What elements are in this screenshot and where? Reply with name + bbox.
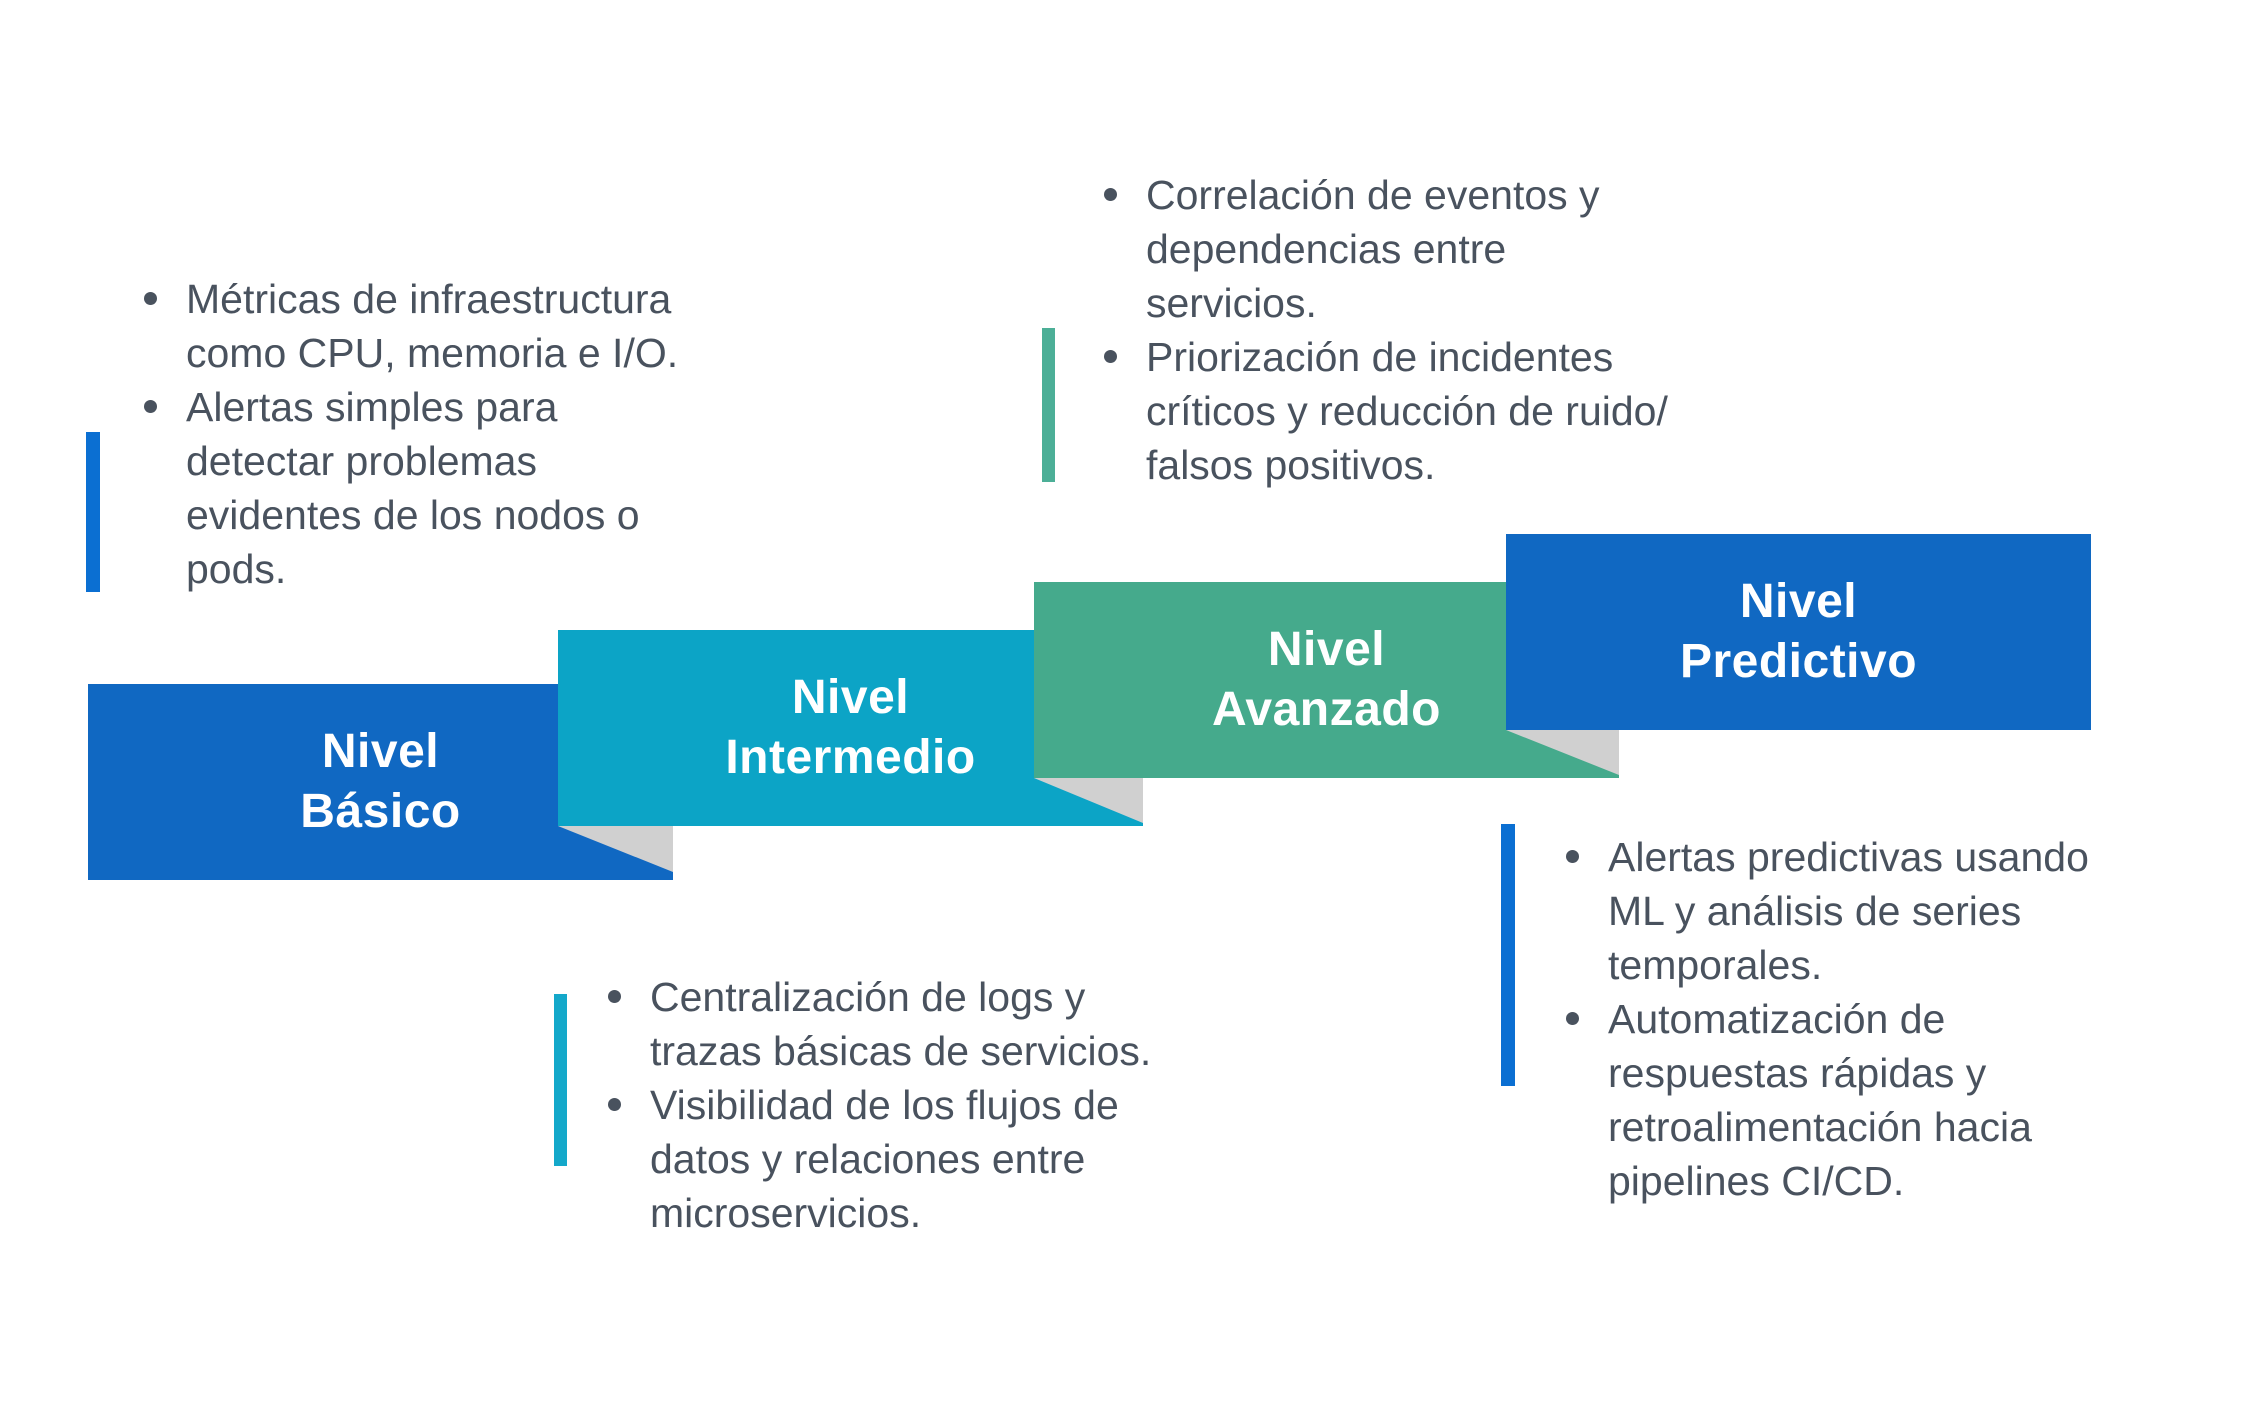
list-item: Métricas de infraestructura como CPU, me… — [136, 272, 796, 380]
list-item: Visibilidad de los flujos de datos y rel… — [600, 1078, 1280, 1240]
list-item: Centralización de logs y trazas básicas … — [600, 970, 1280, 1078]
accent-bar-predictivo — [1501, 824, 1515, 1086]
list-item-text: Automatización de respuestas rápidas y r… — [1608, 996, 2032, 1204]
banner-title: Nivel Básico — [300, 725, 461, 838]
bullet-dot-icon — [1566, 1012, 1579, 1025]
banner-nivel-predictivo: Nivel Predictivo — [1506, 534, 2091, 730]
list-item-text: Correlación de eventos y dependencias en… — [1146, 172, 1600, 326]
accent-bar-basico — [86, 432, 100, 592]
accent-bar-intermedio — [554, 994, 567, 1166]
list-item: Alertas simples para detectar problemas … — [136, 380, 796, 596]
bullet-dot-icon — [144, 292, 157, 305]
bullet-list-predictivo: Alertas predictivas usando ML y análisis… — [1558, 830, 2198, 1208]
accent-bar-avanzado — [1042, 328, 1055, 482]
list-item: Alertas predictivas usando ML y análisis… — [1558, 830, 2198, 992]
bullet-dot-icon — [1104, 350, 1117, 363]
list-item-text: Centralización de logs y trazas básicas … — [650, 974, 1152, 1074]
banner-title: Nivel Intermedio — [725, 671, 976, 784]
bullet-list-avanzado: Correlación de eventos y dependencias en… — [1096, 168, 1796, 492]
list-item-text: Visibilidad de los flujos de datos y rel… — [650, 1082, 1119, 1236]
bullet-dot-icon — [144, 400, 157, 413]
bullet-dot-icon — [1104, 188, 1117, 201]
list-item-text: Alertas predictivas usando ML y análisis… — [1608, 834, 2089, 988]
list-item: Priorización de incidentes críticos y re… — [1096, 330, 1796, 492]
bullet-list-basico: Métricas de infraestructura como CPU, me… — [136, 272, 796, 596]
bullet-dot-icon — [1566, 850, 1579, 863]
list-item: Automatización de respuestas rápidas y r… — [1558, 992, 2198, 1208]
bullet-list-intermedio: Centralización de logs y trazas básicas … — [600, 970, 1280, 1240]
banner-title: Nivel Predictivo — [1679, 575, 1918, 688]
list-item-text: Alertas simples para detectar problemas … — [186, 384, 640, 592]
list-item: Correlación de eventos y dependencias en… — [1096, 168, 1796, 330]
bullet-dot-icon — [608, 1098, 621, 1111]
bullet-dot-icon — [608, 990, 621, 1003]
banner-title: Nivel Avanzado — [1212, 623, 1441, 736]
list-item-text: Métricas de infraestructura como CPU, me… — [186, 276, 679, 376]
list-item-text: Priorización de incidentes críticos y re… — [1146, 334, 1668, 488]
